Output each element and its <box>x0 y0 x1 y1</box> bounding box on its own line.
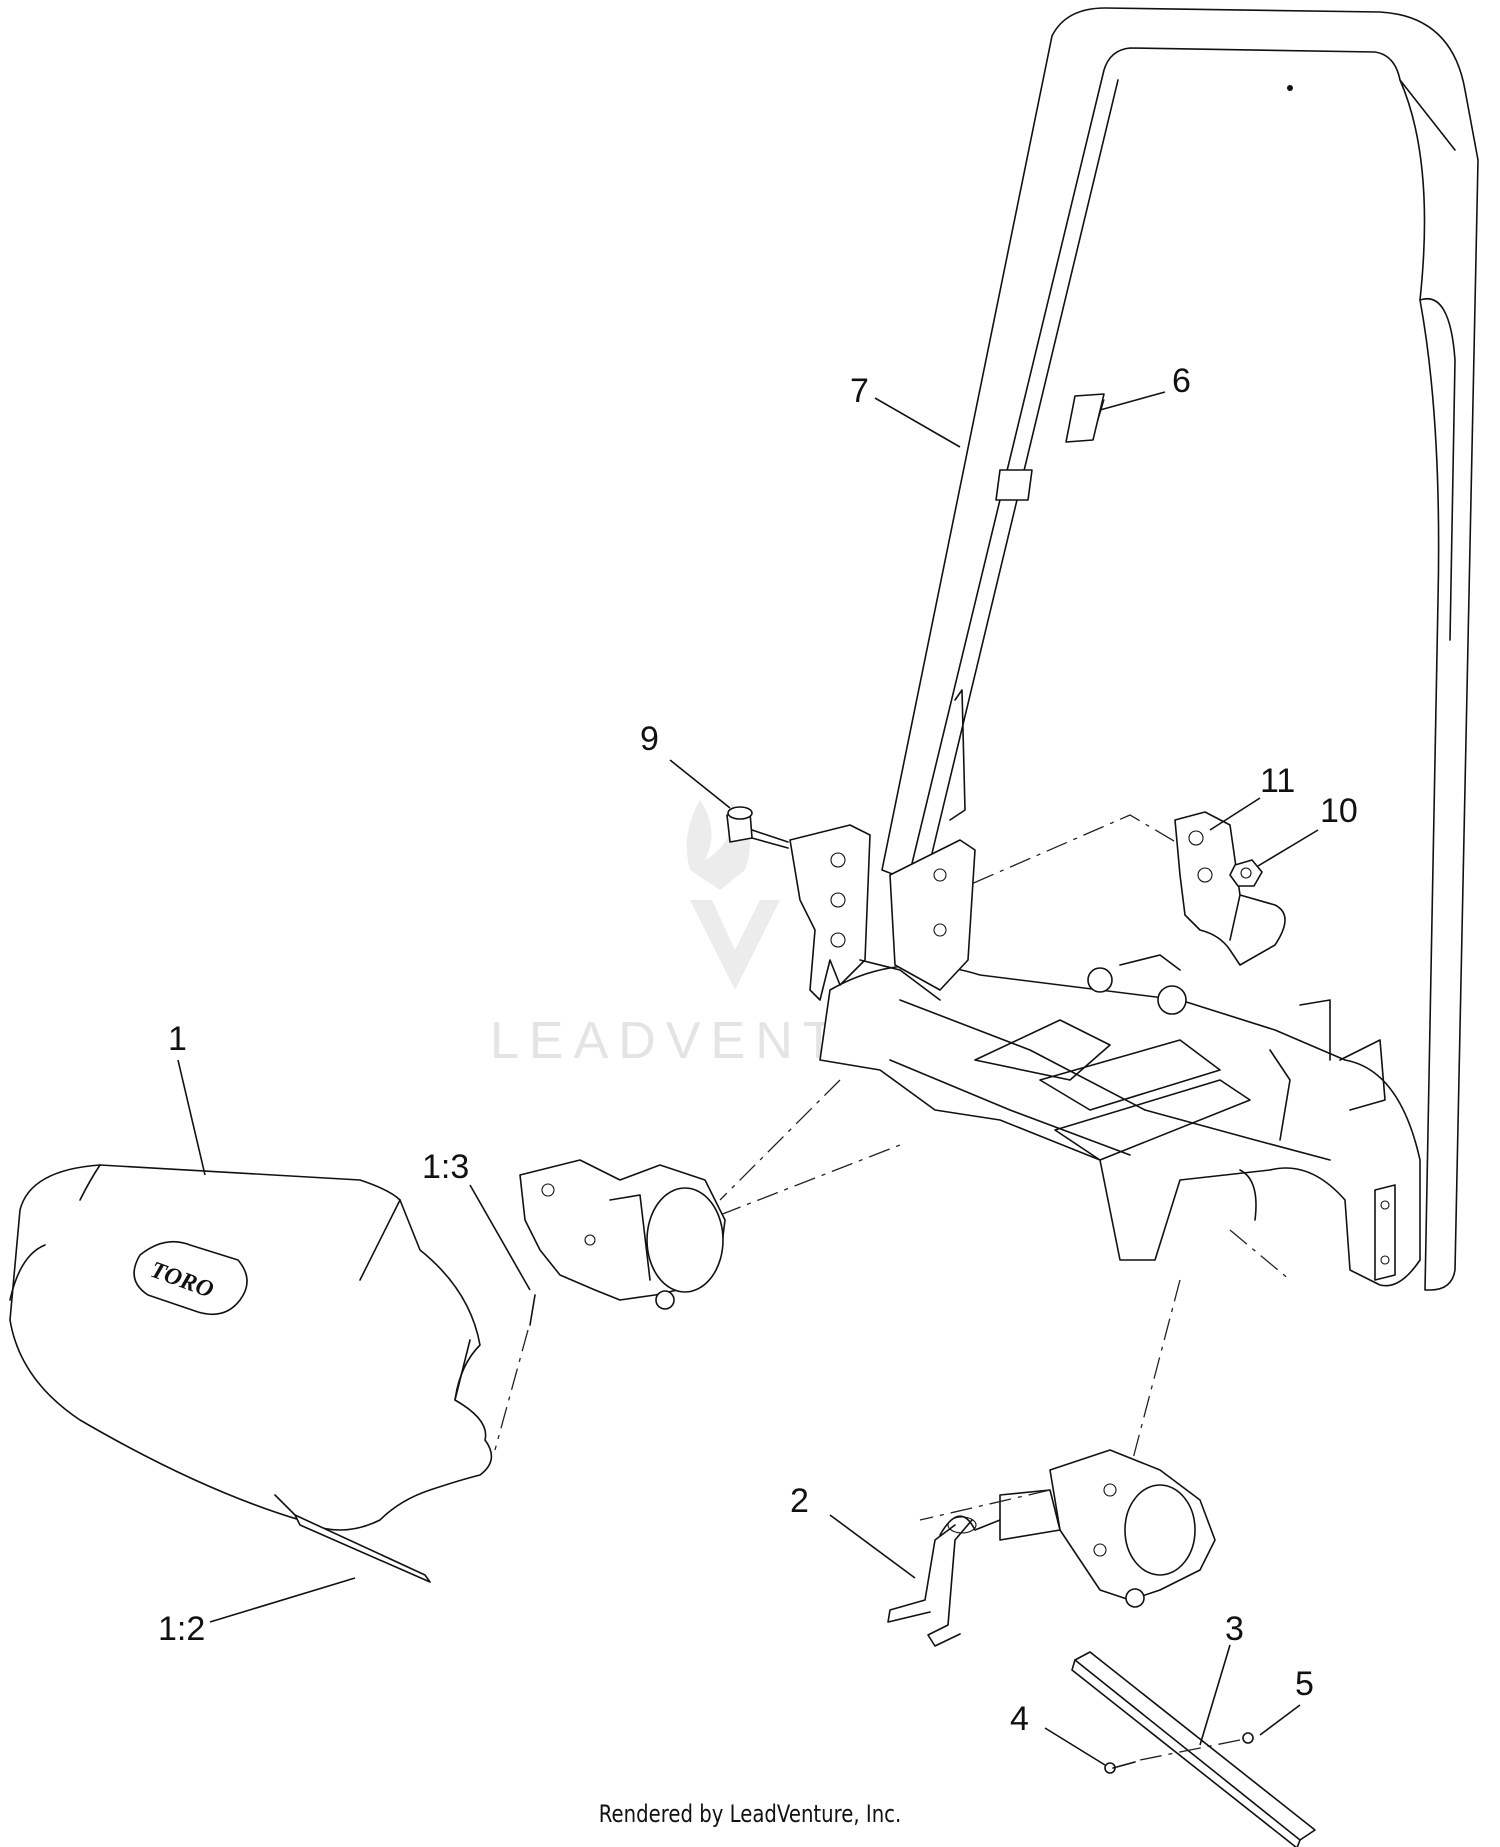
axle-housing-left <box>519 1144 901 1310</box>
footer-credit: Rendered by LeadVenture, Inc. <box>598 1800 902 1828</box>
callout-11: 11 <box>1260 762 1295 800</box>
axle-housing-right <box>919 1279 1216 1608</box>
lock-pin-item-2 <box>887 1515 1001 1647</box>
leader-lines <box>177 391 1319 1766</box>
callout-1-2: 1:2 <box>158 1610 205 1648</box>
callout-labels: 1 1:3 1:2 2 3 4 5 6 7 9 10 11 <box>158 362 1358 1738</box>
callout-3: 3 <box>1225 1610 1244 1648</box>
chassis-frame <box>719 814 1421 1287</box>
nut-item-10 <box>1229 859 1263 887</box>
callout-7: 7 <box>850 372 869 410</box>
bracket-item-11 <box>1174 811 1286 966</box>
decal-item-6 <box>1065 393 1105 443</box>
callout-2: 2 <box>790 1482 809 1520</box>
callout-1-3: 1:3 <box>422 1148 469 1186</box>
plate-item-3 <box>1071 1651 1316 1847</box>
toro-logo: TORO <box>133 1240 248 1316</box>
bolt-item-9 <box>726 806 789 849</box>
seat-item-1: TORO <box>9 1164 536 1583</box>
callout-1: 1 <box>168 1020 187 1058</box>
callout-5: 5 <box>1295 1665 1314 1703</box>
callout-6: 6 <box>1172 362 1191 400</box>
screw-item-4 <box>1104 1739 1241 1774</box>
seat-brackets <box>789 824 976 1001</box>
callout-4: 4 <box>1010 1700 1029 1738</box>
callout-9: 9 <box>640 720 659 758</box>
rops-bar <box>881 7 1479 1291</box>
screw-item-5 <box>1242 1732 1254 1744</box>
callout-10: 10 <box>1320 792 1358 830</box>
